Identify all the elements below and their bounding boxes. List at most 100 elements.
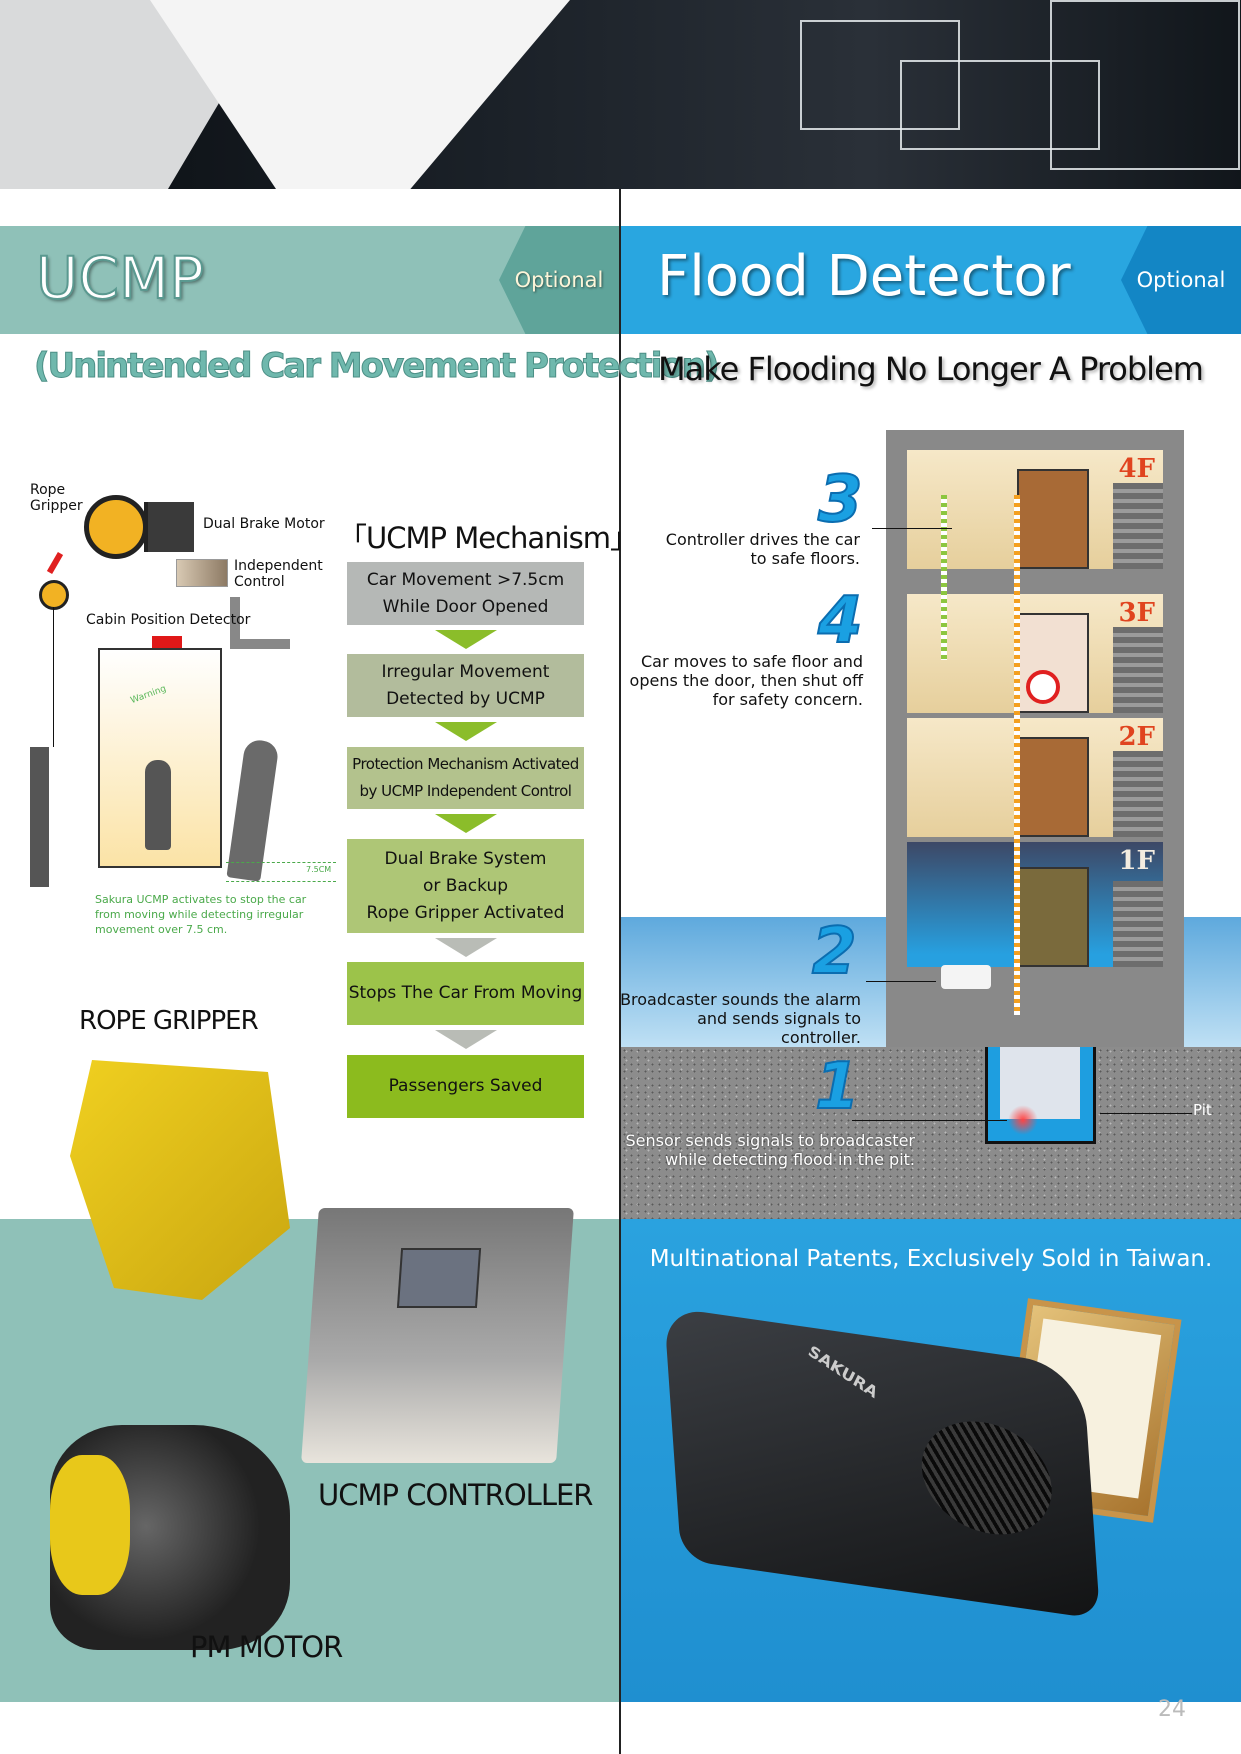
ucmp-note: Sakura UCMP activates to stop the car fr… xyxy=(95,893,307,936)
flow-step: Protection Mechanism Activated by UCMP In… xyxy=(347,747,584,809)
ucmp-subtitle: (Unintended Car Movement Protection) xyxy=(34,346,721,387)
step-text-line: Sensor sends signals to broadcaster xyxy=(625,1131,916,1150)
flow-arrow xyxy=(435,814,497,833)
elevator-cabin: Warning xyxy=(98,648,222,868)
flow-step-line: Dual Brake System xyxy=(384,848,547,869)
signal-path xyxy=(1014,495,1020,1015)
flow-step-line: Protection Mechanism Activated xyxy=(352,755,579,773)
counterweight xyxy=(30,747,49,887)
distance-label: 7.5CM xyxy=(306,865,332,874)
door-sill xyxy=(230,597,290,649)
motor-pulley xyxy=(84,495,148,559)
patent-text: Multinational Patents, Exclusively Sold … xyxy=(649,1246,1213,1272)
pointer-line xyxy=(872,528,952,529)
flood-title: Flood Detector xyxy=(657,244,1071,309)
ucmp-controller-image xyxy=(301,1208,574,1463)
floor-4f: 4F xyxy=(907,450,1163,569)
motor-sheave xyxy=(50,1455,130,1595)
step-text-line: Broadcaster sounds the alarm xyxy=(620,990,861,1009)
floor-2f: 2F xyxy=(907,718,1163,837)
step-3-number: 3 xyxy=(817,462,864,538)
rope-gripper-product-label: ROPE GRIPPER xyxy=(79,1006,259,1036)
blueprint-line xyxy=(900,60,1100,150)
independent-control-box xyxy=(176,559,228,587)
position-detector xyxy=(152,636,182,648)
rope-gripper-mark xyxy=(46,551,64,575)
pointer-line xyxy=(852,1120,1007,1121)
dual-brake-motor-label: Dual Brake Motor xyxy=(203,516,325,532)
flow-step-line: While Door Opened xyxy=(382,596,549,617)
flow-step-line: Irregular Movement xyxy=(381,661,550,682)
flood-header-band: Flood Detector Optional xyxy=(621,226,1241,334)
cabin-position-detector-label: Cabin Position Detector xyxy=(86,612,251,628)
step-text-line: Car moves to safe floor and xyxy=(640,652,863,671)
flow-arrow xyxy=(435,1030,497,1049)
control-path xyxy=(941,495,947,660)
floor-label: 3F xyxy=(1118,598,1155,628)
pm-motor-image xyxy=(50,1425,290,1650)
flow-arrow xyxy=(435,938,497,957)
broadcaster xyxy=(941,965,991,989)
paper-sheet xyxy=(150,0,570,189)
woman-silhouette xyxy=(226,738,280,882)
floor-label: 1F xyxy=(1118,846,1155,876)
floor-label: 2F xyxy=(1118,722,1155,752)
blueprint-line xyxy=(1050,0,1240,170)
flow-step-line: by UCMP Independent Control xyxy=(359,782,572,800)
step-1-number: 1 xyxy=(814,1049,861,1125)
no-entry-icon xyxy=(1026,670,1060,704)
child-silhouette xyxy=(145,760,171,850)
mechanism-title: 「UCMP Mechanism」 xyxy=(338,521,639,555)
step-text-line: to safe floors. xyxy=(750,549,860,568)
flow-step: Stops The Car From Moving xyxy=(347,962,584,1025)
flow-step-line: or Backup xyxy=(422,875,509,896)
flow-step-line: Detected by UCMP xyxy=(386,688,545,709)
step-text-line: for safety concern. xyxy=(712,690,863,709)
step-text-line: opens the door, then shut off xyxy=(629,671,863,690)
flow-step-line: Car Movement >7.5cm xyxy=(366,569,565,590)
optional-badge: Optional xyxy=(499,226,619,334)
flow-step: Passengers Saved xyxy=(347,1055,584,1118)
flow-arrow xyxy=(435,722,497,741)
floor-1f: 1F xyxy=(907,842,1163,967)
flow-step-line: Passengers Saved xyxy=(388,1076,543,1096)
building: 4F 3F 2F 1F xyxy=(886,430,1184,1047)
blueprint-line xyxy=(800,20,960,130)
step-4-number: 4 xyxy=(817,583,864,659)
step-text-line: Controller drives the car xyxy=(665,530,860,549)
rope xyxy=(53,607,54,747)
flow-step-line: Rope Gripper Activated xyxy=(366,902,565,923)
floor-label: 4F xyxy=(1118,454,1155,484)
distance-marker: 7.5CM xyxy=(226,862,336,882)
warning-text: Warning xyxy=(129,683,168,707)
speaker-grille xyxy=(918,1413,1056,1543)
pointer-line xyxy=(866,981,936,982)
small-pulley xyxy=(39,580,69,610)
pm-motor-label: PM MOTOR xyxy=(190,1630,343,1664)
step-text-line: and sends signals to controller. xyxy=(697,1009,861,1047)
step-text-line: while detecting flood in the pit. xyxy=(665,1150,915,1169)
device-brand: SAKURA xyxy=(805,1341,881,1402)
header-photo xyxy=(0,0,1241,189)
pit-label: Pit xyxy=(1193,1101,1212,1119)
flow-step-line: Stops The Car From Moving xyxy=(348,983,583,1003)
step-2-number: 2 xyxy=(811,914,858,990)
ucmp-header-band: UCMP Optional xyxy=(0,226,619,334)
page-number: 24 xyxy=(1158,1697,1186,1722)
independent-control-label: Independent Control xyxy=(234,558,323,590)
column-divider xyxy=(619,189,621,1754)
optional-badge: Optional xyxy=(1121,226,1241,334)
brake-motor xyxy=(144,502,194,552)
controller-display xyxy=(396,1248,482,1308)
ucmp-title: UCMP xyxy=(35,243,205,313)
rope-gripper-label: Rope Gripper xyxy=(30,482,83,514)
ground xyxy=(621,1047,1241,1219)
flood-subtitle: Make Flooding No Longer A Problem xyxy=(658,350,1204,388)
ucmp-controller-label: UCMP CONTROLLER xyxy=(318,1478,593,1512)
